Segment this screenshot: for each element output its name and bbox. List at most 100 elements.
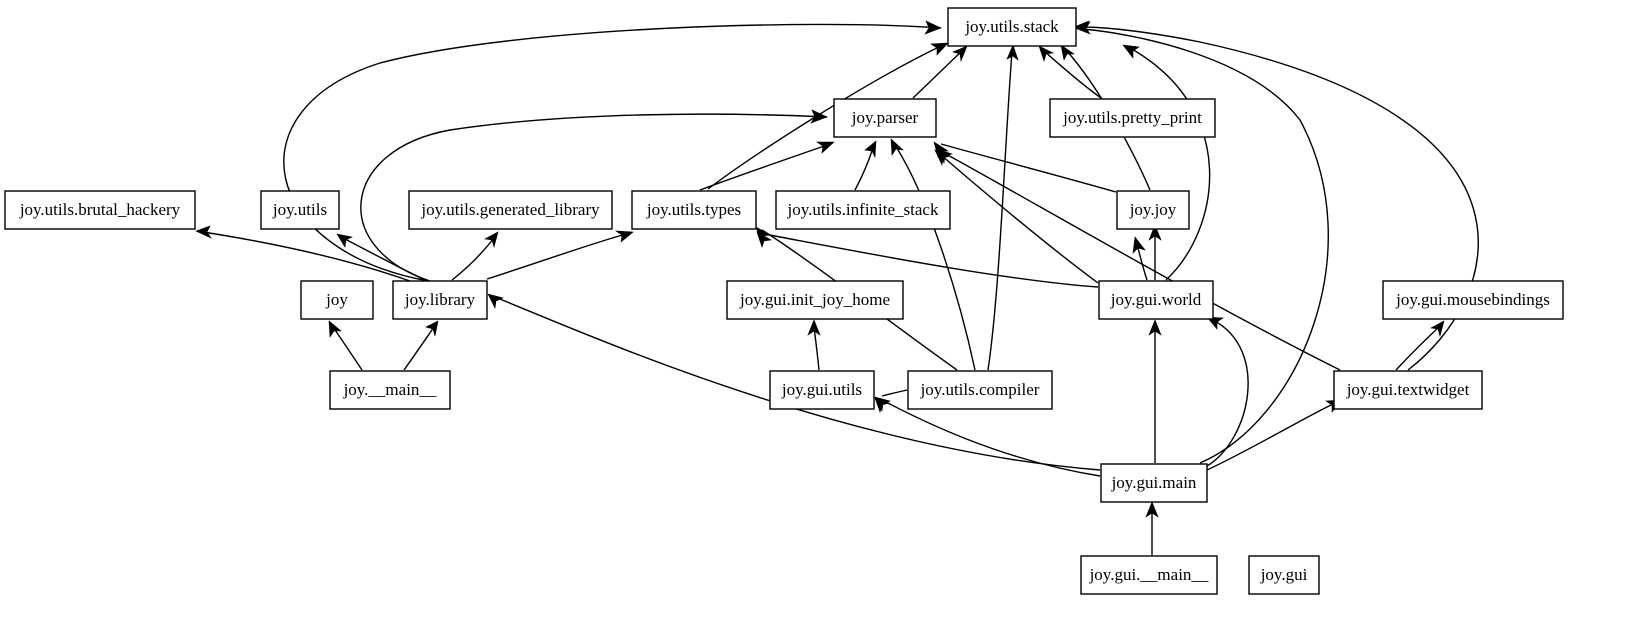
node-box[interactable] (300, 280, 374, 320)
graph-node[interactable]: joy.gui.utils (769, 370, 875, 410)
graph-node[interactable]: joy.utils.brutal_hackery (4, 190, 196, 230)
graph-node[interactable]: joy.gui.main (1100, 463, 1208, 503)
node-label: joy.gui.world (1110, 290, 1202, 309)
graph-edge (854, 140, 877, 191)
graph-edge (1145, 501, 1159, 555)
node-box[interactable] (329, 370, 451, 410)
graph-node[interactable]: joy.gui (1248, 555, 1320, 595)
node-box[interactable] (907, 370, 1053, 410)
graph-node[interactable]: joy.gui.init_joy_home (726, 280, 904, 320)
graph-node[interactable]: joy.parser (833, 98, 937, 138)
node-label: joy.gui.init_joy_home (739, 290, 890, 309)
edge-line (940, 143, 1117, 193)
edge-arrowhead (1206, 316, 1224, 330)
graph-node[interactable]: joy.utils.stack (947, 7, 1077, 47)
edge-arrowhead (1430, 320, 1445, 338)
node-box[interactable] (1248, 555, 1320, 595)
edge-arrowhead (952, 45, 968, 63)
edge-arrowhead (864, 140, 877, 159)
edge-line (699, 144, 828, 191)
graph-edge (486, 230, 634, 280)
node-label: joy.utils.infinite_stack (787, 200, 939, 219)
node-box[interactable] (392, 280, 488, 320)
graph-node[interactable]: joy.gui.mousebindings (1382, 280, 1564, 320)
graph-edge (699, 141, 835, 191)
edge-arrowhead (1122, 44, 1140, 59)
node-box[interactable] (408, 190, 613, 230)
edge-line (912, 50, 963, 99)
graph-node[interactable]: joy.utils.infinite_stack (775, 190, 951, 230)
graph-edge (195, 225, 411, 282)
edge-line (763, 233, 1099, 288)
node-box[interactable] (726, 280, 904, 320)
edge-arrowhead (425, 320, 439, 337)
node-box[interactable] (260, 190, 340, 230)
edge-line (332, 326, 363, 371)
edge-arrowhead (1148, 319, 1162, 336)
node-label: joy.utils.generated_library (420, 200, 600, 219)
node-box[interactable] (833, 98, 937, 138)
node-box[interactable] (1382, 280, 1564, 320)
node-box[interactable] (1049, 98, 1216, 138)
edge-arrowhead (484, 231, 499, 249)
node-box[interactable] (769, 370, 875, 410)
edge-line (1395, 326, 1440, 371)
graph-edge (987, 44, 1019, 371)
node-box[interactable] (1080, 555, 1218, 595)
edge-line (486, 233, 627, 280)
edge-line (881, 389, 908, 397)
edge-arrowhead (1074, 21, 1091, 35)
node-box[interactable] (1116, 190, 1190, 230)
edge-line (881, 399, 1101, 477)
graph-edge (1148, 224, 1162, 281)
node-box[interactable] (775, 190, 951, 230)
node-box[interactable] (631, 190, 757, 230)
graph-node[interactable]: joy.__main__ (329, 370, 451, 410)
graph-edge (328, 320, 363, 371)
graph-edge (936, 148, 1341, 371)
node-label: joy.utils.types (646, 200, 741, 219)
graph-node[interactable]: joy.utils.compiler (907, 370, 1053, 410)
edge-line (1206, 319, 1249, 467)
edge-line (943, 152, 1341, 371)
graph-node[interactable]: joy.utils.pretty_print (1049, 98, 1216, 138)
graph-node[interactable]: joy.utils (260, 190, 340, 230)
node-box[interactable] (1098, 280, 1214, 320)
edge-arrowhead (924, 20, 942, 35)
edge-line (1206, 402, 1336, 471)
graph-node[interactable]: joy.library (392, 280, 488, 320)
node-box[interactable] (1333, 370, 1483, 410)
graph-edge (336, 233, 426, 281)
graph-node[interactable]: joy (300, 280, 374, 320)
node-box[interactable] (947, 7, 1077, 47)
edge-line (283, 23, 942, 282)
graph-edge (1206, 316, 1249, 467)
edge-arrowhead (336, 233, 353, 248)
edge-line (342, 237, 426, 281)
graph-edge (403, 320, 439, 371)
graph-edge (756, 231, 1099, 288)
node-label: joy.utils.compiler (920, 380, 1040, 399)
graph-edge (1395, 320, 1445, 371)
graph-node[interactable]: joy.gui.textwidget (1333, 370, 1483, 410)
node-label: joy.parser (851, 108, 919, 127)
graph-node[interactable]: joy.utils.types (631, 190, 757, 230)
graph-node[interactable]: joy.utils.generated_library (408, 190, 613, 230)
graph-edge (1074, 21, 1329, 464)
graph-edge (1206, 399, 1343, 471)
node-box[interactable] (4, 190, 196, 230)
edge-arrowhead (816, 141, 835, 154)
graph-node[interactable]: joy.gui.__main__ (1080, 555, 1218, 595)
edge-arrowhead (807, 319, 821, 336)
node-label: joy.__main__ (343, 380, 437, 399)
graph-edge (707, 42, 949, 190)
graph-node[interactable]: joy.joy (1116, 190, 1190, 230)
graph-edge (807, 319, 821, 371)
node-box[interactable] (1100, 463, 1208, 503)
graph-node[interactable]: joy.gui.world (1098, 280, 1214, 320)
edge-arrowhead (930, 42, 949, 56)
nodes-layer: joy.utils.stack joy.parser joy.utils.prett… (4, 7, 1564, 595)
node-label: joy.gui.main (1111, 473, 1197, 492)
edge-line (987, 51, 1013, 371)
